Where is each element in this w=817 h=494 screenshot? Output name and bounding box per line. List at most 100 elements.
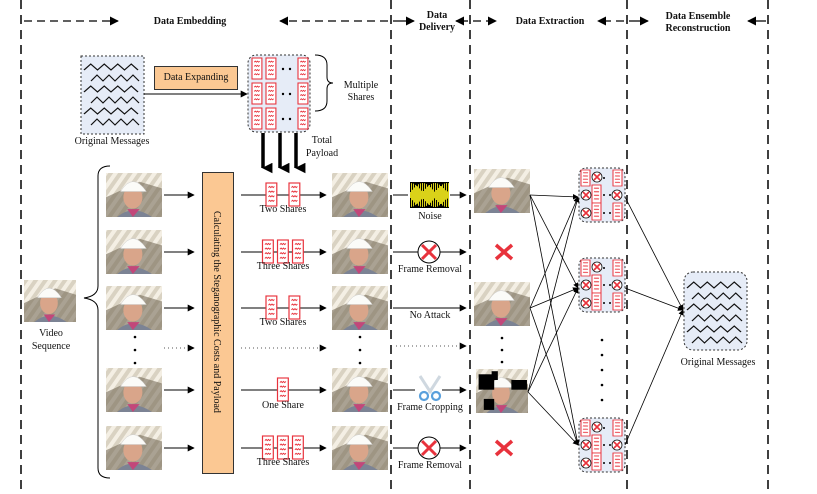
corrupted-share-icon xyxy=(580,189,592,201)
share-icon xyxy=(265,57,277,80)
stego-frame xyxy=(332,286,388,330)
share-icon xyxy=(580,169,591,187)
crop-block xyxy=(483,398,495,410)
share-icon xyxy=(288,295,301,320)
sequence-brace xyxy=(83,165,111,479)
share-icon xyxy=(612,259,623,277)
extraction-link xyxy=(527,196,580,393)
share-icon xyxy=(261,239,274,264)
ellipsis-dot xyxy=(133,348,137,352)
phase-header-embedding: Data Embedding xyxy=(153,16,227,27)
share-icon xyxy=(591,452,602,471)
share-icon xyxy=(291,239,304,264)
input-frame xyxy=(106,426,162,470)
share-icon xyxy=(591,202,602,221)
phase-header-delivery-line1: Data xyxy=(426,10,448,21)
multiple-shares-box xyxy=(247,54,311,133)
stego-frame xyxy=(332,173,388,217)
crop-block xyxy=(478,374,495,390)
corrupted-share-icon xyxy=(611,189,623,201)
multiple-shares-label-line1: Multiple xyxy=(343,80,379,91)
share-icon xyxy=(291,435,304,460)
share-icon xyxy=(297,107,309,130)
phase-header-ensemble-line2: Reconstruction xyxy=(665,23,731,34)
input-frame xyxy=(106,286,162,330)
total-payload-label-line1: Total xyxy=(311,135,333,146)
share-icon xyxy=(297,82,309,105)
extraction-link xyxy=(529,287,579,309)
ellipsis-dot xyxy=(281,67,285,71)
steganographic-cost-label: Calculating the Steganographic Costs and… xyxy=(211,211,222,413)
corrupted-share-icon xyxy=(611,439,623,451)
received-cropped-frame xyxy=(476,369,528,413)
share-icon xyxy=(251,82,263,105)
extraction-link xyxy=(529,307,579,446)
share-icon xyxy=(580,419,591,437)
share-icon xyxy=(612,202,623,221)
ellipsis-dot xyxy=(281,117,285,121)
share-icon xyxy=(288,182,301,207)
corrupted-share-icon xyxy=(580,279,592,291)
extraction-link xyxy=(529,194,579,289)
corrupted-share-icon xyxy=(591,421,603,433)
removal-x-icon xyxy=(420,439,438,457)
share-icon xyxy=(265,295,278,320)
corrupted-share-icon xyxy=(580,297,592,309)
share-icon xyxy=(591,184,602,204)
corrupted-share-icon xyxy=(580,207,592,219)
share-icon xyxy=(591,292,602,311)
share-icon xyxy=(297,57,309,80)
extracted-shares-box xyxy=(578,257,626,313)
share-icon xyxy=(612,292,623,311)
attack-label: Noise xyxy=(418,211,442,222)
ellipsis-dot xyxy=(500,360,504,364)
phase-header-ensemble-line1: Data Ensemble xyxy=(665,11,731,22)
corrupted-share-icon xyxy=(611,279,623,291)
ellipsis-dot xyxy=(133,335,137,339)
multiple-shares-label-line2: Shares xyxy=(347,92,375,103)
lost-frame-icon xyxy=(494,243,514,261)
ellipsis-dot xyxy=(133,361,137,365)
extraction-link xyxy=(527,391,579,446)
steganographic-cost-box: Calculating the Steganographic Costs and… xyxy=(202,172,234,474)
ellipsis-dot xyxy=(600,338,604,342)
attack-label: No Attack xyxy=(409,310,451,321)
share-icon xyxy=(251,107,263,130)
share-icon xyxy=(251,57,263,80)
extraction-link xyxy=(529,196,579,309)
corrupted-share-icon xyxy=(580,439,592,451)
corrupted-share-icon xyxy=(591,171,603,183)
received-frame xyxy=(474,282,530,326)
stego-frame xyxy=(332,426,388,470)
data-expanding-box: Data Expanding xyxy=(154,66,238,90)
phase-header-delivery-line2: Delivery xyxy=(418,22,456,33)
share-icon xyxy=(580,259,591,277)
input-frame xyxy=(106,173,162,217)
share-count-label: Two Shares xyxy=(259,317,307,328)
share-count-label: One Share xyxy=(262,400,304,411)
share-icon xyxy=(591,274,602,294)
share-icon xyxy=(591,434,602,454)
share-count-label: Three Shares xyxy=(256,261,310,272)
corrupted-share-icon xyxy=(591,261,603,273)
ellipsis-dot xyxy=(600,383,604,387)
attack-label: Frame Removal xyxy=(397,264,463,275)
removal-x-icon xyxy=(420,243,438,261)
crop-block xyxy=(511,380,527,390)
brace-icon xyxy=(314,54,334,112)
video-sequence-label-line1: Video xyxy=(39,328,63,339)
crop-block xyxy=(491,371,498,380)
received-frame xyxy=(474,169,530,213)
video-sequence-label-line2: Sequence xyxy=(31,341,71,352)
share-icon xyxy=(265,182,278,207)
share-icon xyxy=(265,82,277,105)
corrupted-share-icon xyxy=(580,457,592,469)
stego-frame xyxy=(332,368,388,412)
ellipsis-dot xyxy=(288,117,292,121)
share-count-label: Three Shares xyxy=(256,457,310,468)
reconstruction-link xyxy=(624,196,684,311)
scissors-icon xyxy=(418,375,442,402)
extraction-link xyxy=(529,194,580,446)
